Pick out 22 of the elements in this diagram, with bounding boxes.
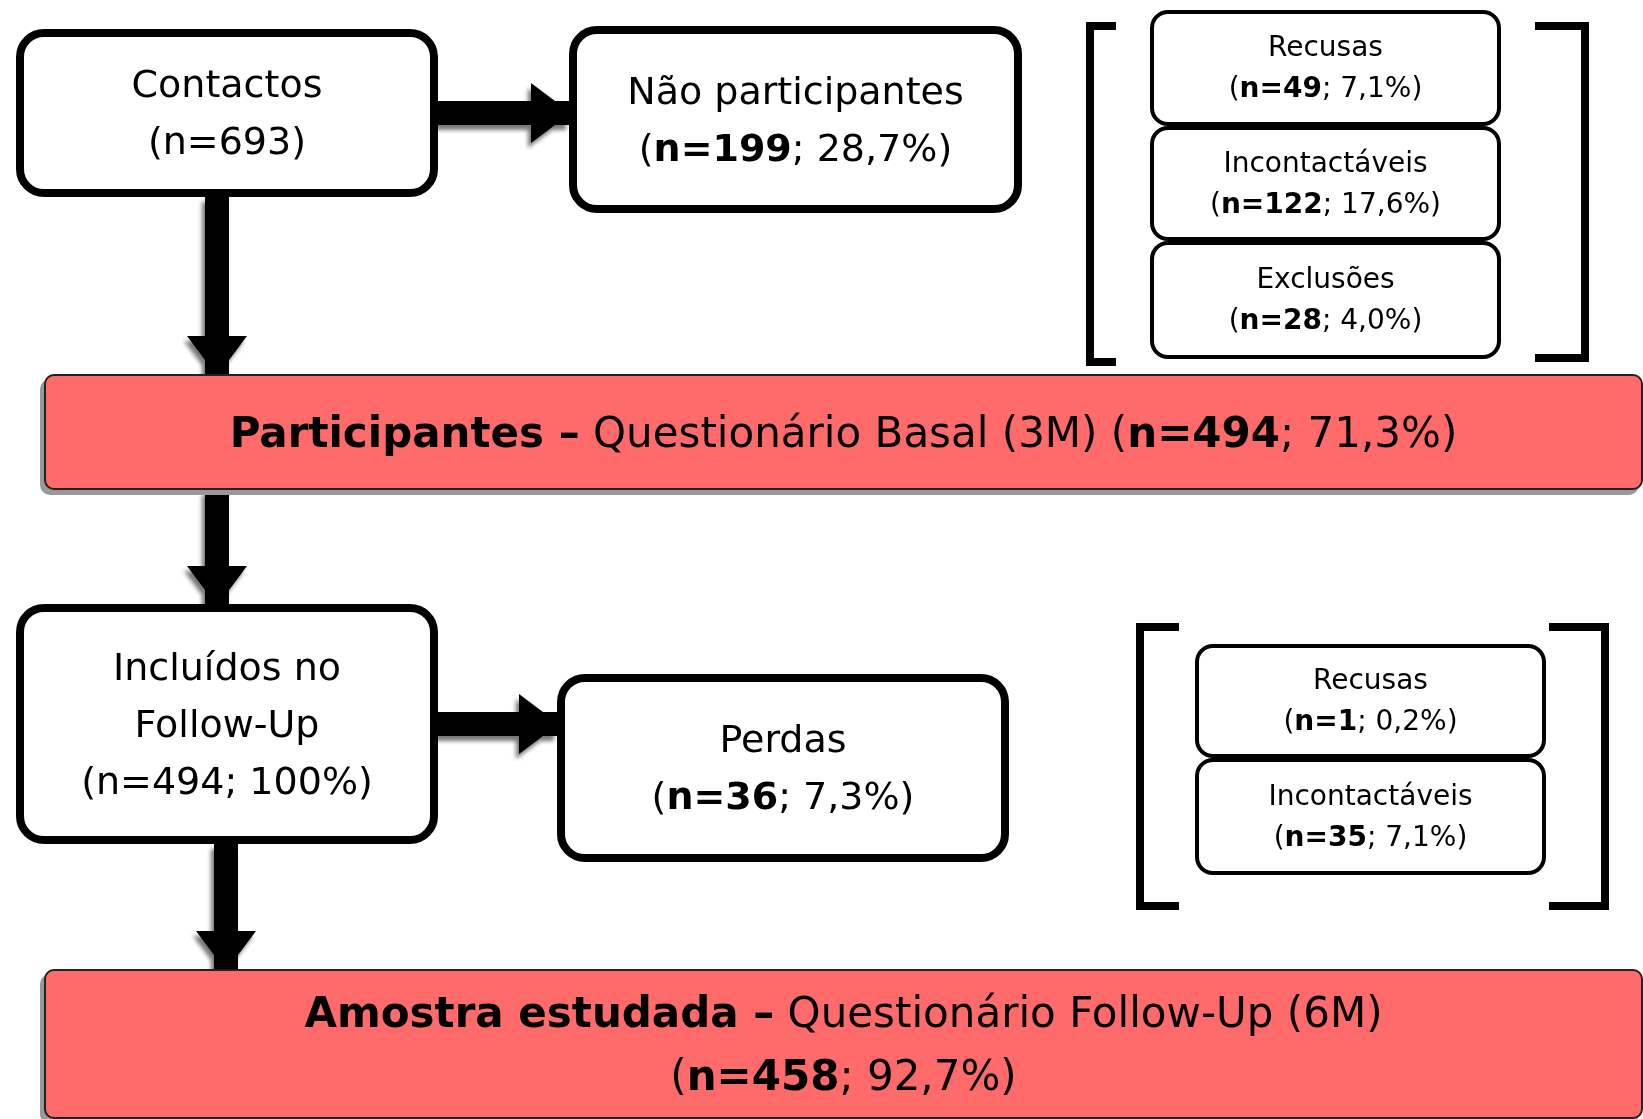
block-arrow bbox=[187, 197, 247, 376]
reason-box bbox=[1150, 10, 1501, 126]
box-text: Recusas (n=1; 0,2%) bbox=[1283, 662, 1458, 739]
box-text: Participantes – Questionário Basal (3M) (n=494; 71,3%) bbox=[229, 406, 1458, 459]
block-arrow bbox=[196, 844, 256, 971]
box-text: Não participantes (n=199; 28,7%) bbox=[627, 67, 964, 172]
box-text: Perdas (n=36; 7,3%) bbox=[651, 716, 915, 820]
process-box bbox=[557, 674, 1009, 862]
box-text: Incontactáveis (n=122; 17,6%) bbox=[1210, 144, 1441, 222]
process-box bbox=[16, 604, 438, 844]
process-box bbox=[569, 26, 1022, 213]
box-text: Incontactáveis (n=35; 7,1%) bbox=[1268, 777, 1473, 855]
box-text: Exclusões (n=28; 4,0%) bbox=[1228, 261, 1423, 338]
reason-box bbox=[1150, 241, 1501, 359]
process-box bbox=[16, 29, 438, 197]
box-text: Amostra estudada – Questionário Follow-Up (6M) (n=458; 92,7%) bbox=[303, 987, 1384, 1102]
reason-box bbox=[1195, 644, 1546, 758]
block-arrow bbox=[438, 694, 559, 754]
box-text: Contactos (n=693) bbox=[131, 61, 323, 165]
box-text: Incluídos no Follow-Up (n=494; 100%) bbox=[80, 643, 374, 805]
reason-box bbox=[1195, 758, 1546, 875]
box-text: Recusas (n=49; 7,1%) bbox=[1228, 29, 1423, 106]
